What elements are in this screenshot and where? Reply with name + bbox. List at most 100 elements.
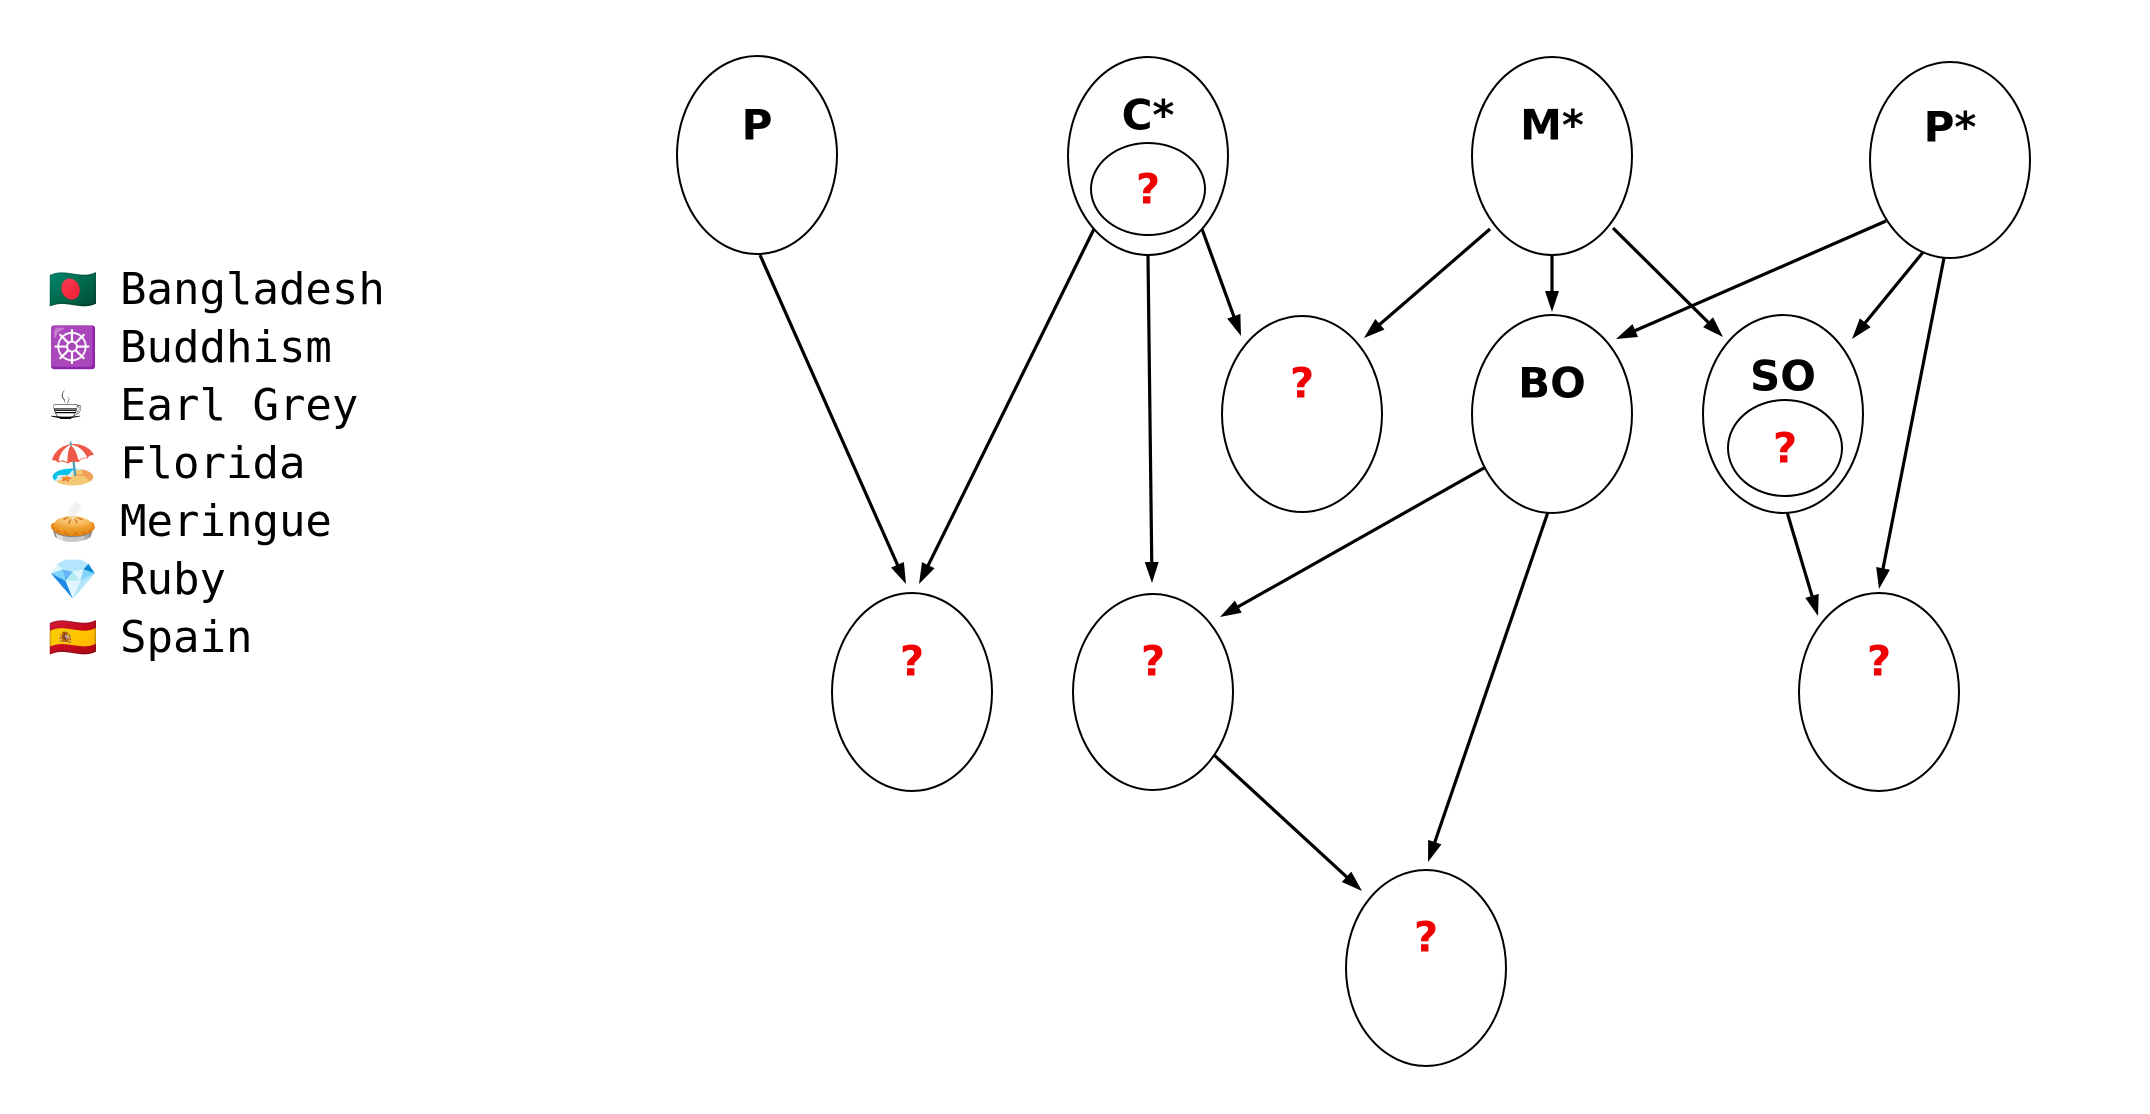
edge-P-star-to-SO xyxy=(1852,249,1926,339)
gem-icon: 💎 xyxy=(48,557,98,603)
node-q-mid: ? xyxy=(1221,315,1383,513)
edge-line xyxy=(1611,226,1711,325)
arrowhead-icon xyxy=(1220,600,1242,617)
edge-line xyxy=(1146,255,1154,565)
arrowhead-icon xyxy=(1227,313,1241,336)
arrowhead-icon xyxy=(1703,317,1723,337)
arrowhead-icon xyxy=(1341,871,1362,891)
coffee-cup-icon: ☕ xyxy=(48,383,84,429)
node-ellipse xyxy=(1798,592,1960,792)
edge-line xyxy=(1862,249,1926,326)
node-SO: SO? xyxy=(1702,314,1864,514)
unknown-value-mark: ? xyxy=(1867,637,1891,686)
arrowhead-icon xyxy=(1616,324,1639,339)
node-ellipse xyxy=(1067,56,1229,256)
beach-umbrella-icon: 🏖️ xyxy=(48,441,98,487)
edge-BO-to-q-center xyxy=(1220,466,1485,617)
legend-label: Earl Grey xyxy=(120,380,359,431)
node-ellipse xyxy=(831,592,993,792)
edge-line xyxy=(758,254,900,568)
edge-C-star-to-q-mid xyxy=(1200,228,1241,336)
legend-item: ☸️ Buddhism xyxy=(48,319,385,377)
legend-label: Florida xyxy=(120,438,306,489)
edge-line xyxy=(1432,511,1550,845)
arrowhead-icon xyxy=(1805,593,1819,616)
node-P: P xyxy=(676,55,838,255)
dharma-wheel-icon: ☸️ xyxy=(48,325,98,371)
node-P-star: P* xyxy=(1869,61,2031,259)
legend-label: Ruby xyxy=(120,554,226,605)
node-label: P* xyxy=(1924,103,1977,152)
unknown-value-mark: ? xyxy=(1773,424,1797,473)
arrowhead-icon xyxy=(1545,291,1559,312)
node-ellipse xyxy=(1072,593,1234,791)
edge-line xyxy=(1200,228,1236,319)
edge-M-star-to-BO xyxy=(1545,256,1559,312)
edge-SO-to-q-right xyxy=(1785,511,1819,616)
edge-line xyxy=(925,228,1096,568)
edge-line xyxy=(1785,511,1815,599)
edge-C-star-to-q-center xyxy=(1144,255,1159,583)
edge-P-to-q-left xyxy=(758,254,906,584)
bangladesh-flag-icon: 🇧🇩 xyxy=(48,267,98,313)
edge-M-star-to-q-mid xyxy=(1364,227,1492,338)
edge-line xyxy=(1235,466,1485,610)
edge-P-star-to-q-right xyxy=(1876,257,1946,589)
edge-C-star-to-q-left xyxy=(919,228,1096,584)
arrowhead-icon xyxy=(891,561,906,584)
node-label: P xyxy=(742,101,773,150)
edge-M-star-to-SO xyxy=(1611,226,1723,337)
legend-label: Spain xyxy=(120,612,253,663)
edge-P-star-to-BO xyxy=(1616,219,1887,339)
node-C-star: C*? xyxy=(1067,56,1229,256)
arrowhead-icon xyxy=(919,562,935,584)
legend-label: Buddhism xyxy=(120,322,332,373)
legend-item: 🇧🇩 Bangladesh xyxy=(48,261,385,319)
spain-flag-icon: 🇪🇸 xyxy=(48,615,98,661)
unknown-value-mark: ? xyxy=(1136,165,1160,214)
edge-line xyxy=(1377,227,1492,327)
edge-BO-to-q-bottom xyxy=(1428,511,1550,862)
edge-line xyxy=(1211,752,1350,880)
node-label: C* xyxy=(1122,91,1175,140)
node-ellipse xyxy=(1869,61,2031,259)
arrowhead-icon xyxy=(1876,567,1890,589)
legend-label: Meringue xyxy=(120,496,332,547)
node-BO: BO xyxy=(1471,314,1633,514)
legend-label: Bangladesh xyxy=(120,264,385,315)
arrowhead-icon xyxy=(1852,318,1871,339)
node-label: M* xyxy=(1520,101,1584,150)
unknown-value-mark: ? xyxy=(1141,637,1165,686)
edge-line xyxy=(1881,257,1946,571)
legend: 🇧🇩 Bangladesh ☸️ Buddhism ☕ Earl Grey 🏖️… xyxy=(48,261,385,667)
node-ellipse xyxy=(1221,315,1383,513)
node-label: SO xyxy=(1750,352,1816,401)
node-q-bottom: ? xyxy=(1345,869,1507,1067)
node-ellipse xyxy=(1471,56,1633,256)
unknown-value-mark: ? xyxy=(1290,359,1314,408)
node-label: BO xyxy=(1518,359,1586,408)
node-ellipse xyxy=(1345,869,1507,1067)
node-q-left: ? xyxy=(831,592,993,792)
legend-item: 💎 Ruby xyxy=(48,551,385,609)
legend-item: 🇪🇸 Spain xyxy=(48,609,385,667)
inner-ellipse xyxy=(1727,399,1843,497)
node-ellipse xyxy=(1702,314,1864,514)
arrowhead-icon xyxy=(1144,561,1159,583)
node-ellipse xyxy=(676,55,838,255)
inner-ellipse xyxy=(1090,142,1206,236)
arrowhead-icon xyxy=(1364,318,1385,338)
edge-q-center-to-q-bottom xyxy=(1211,752,1362,891)
node-q-center: ? xyxy=(1072,593,1234,791)
pie-icon: 🥧 xyxy=(48,499,98,545)
node-ellipse xyxy=(1471,314,1633,514)
node-M-star: M* xyxy=(1471,56,1633,256)
arrowhead-icon xyxy=(1428,839,1442,862)
node-q-right: ? xyxy=(1798,592,1960,792)
legend-item: 🏖️ Florida xyxy=(48,435,385,493)
unknown-value-mark: ? xyxy=(900,637,924,686)
legend-item: ☕ Earl Grey xyxy=(48,377,385,435)
legend-item: 🥧 Meringue xyxy=(48,493,385,551)
